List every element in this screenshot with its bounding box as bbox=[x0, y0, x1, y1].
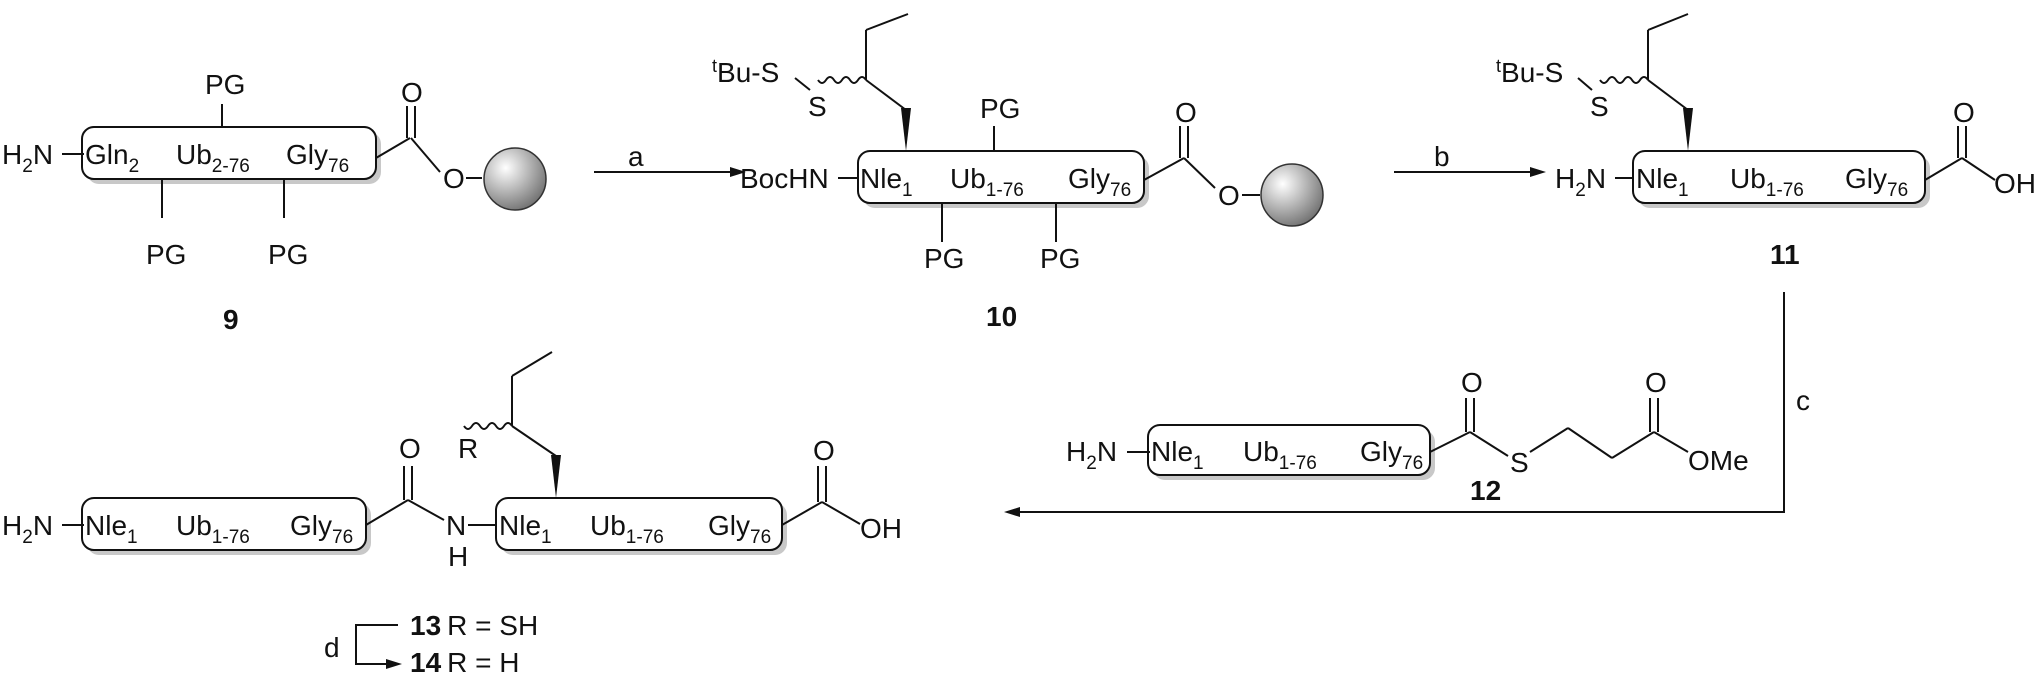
wedge-bond-icon bbox=[901, 108, 911, 151]
n-terminus-product: H2N bbox=[2, 510, 53, 548]
step-b-label: b bbox=[1434, 141, 1450, 172]
sphere-icon bbox=[1260, 163, 1324, 227]
compound-number-12: 12 bbox=[1470, 475, 1501, 506]
step-c-arrow: c bbox=[1004, 292, 1810, 517]
product-13-14: H2N Nle1 Ub1-76 Gly76 O N H Nle1 Ub1-76 … bbox=[2, 351, 902, 572]
n-terminus-11: H2N bbox=[1555, 163, 1606, 201]
ester-oxygen-10: O bbox=[1218, 180, 1240, 211]
wavy-bond-icon bbox=[1599, 76, 1649, 84]
compound-number-10: 10 bbox=[986, 301, 1017, 332]
c-residue-label-product-left: Gly76 bbox=[290, 510, 353, 548]
methoxy-12: OMe bbox=[1688, 445, 1749, 476]
c-residue-label-9: Gly76 bbox=[286, 139, 349, 177]
protecting-group-10-bottom-right: PG bbox=[1040, 243, 1080, 274]
core-label-12: Ub1-76 bbox=[1243, 436, 1317, 474]
compound-number-11: 11 bbox=[1770, 239, 1800, 270]
residue-label-10: Nle1 bbox=[860, 163, 913, 201]
carbonyl-oxygen-product: O bbox=[813, 435, 835, 466]
core-label-11: Ub1-76 bbox=[1730, 163, 1804, 201]
sphere-icon bbox=[483, 147, 547, 211]
protecting-group-9-bottom-left: PG bbox=[146, 239, 186, 270]
residue-label-product-left: Nle1 bbox=[85, 510, 138, 548]
wedge-bond-icon bbox=[551, 455, 561, 498]
amide-oxygen: O bbox=[399, 433, 421, 464]
protecting-group-10-bottom-left: PG bbox=[924, 243, 964, 274]
residue-label-12: Nle1 bbox=[1151, 436, 1204, 474]
ester-carbonyl-oxygen-12: O bbox=[1645, 367, 1667, 398]
hydroxyl-11: OH bbox=[1994, 168, 2036, 199]
sulfur-atom-12: S bbox=[1510, 447, 1529, 478]
step-a-arrow: a bbox=[594, 141, 746, 177]
protecting-group-9-top: PG bbox=[205, 69, 245, 100]
amide-nitrogen: N bbox=[446, 510, 466, 541]
residue-label-11: Nle1 bbox=[1636, 163, 1689, 201]
carbonyl-oxygen-9: O bbox=[401, 77, 423, 108]
n-terminus-10: BocHN bbox=[740, 163, 829, 194]
r-group-label: R bbox=[458, 433, 478, 464]
core-label-product-right: Ub1-76 bbox=[590, 510, 664, 548]
carbonyl-oxygen-12: O bbox=[1461, 367, 1483, 398]
residue-label-product-right: Nle1 bbox=[499, 510, 552, 548]
compound-number-9: 9 bbox=[223, 304, 239, 335]
protecting-group-9-bottom-right: PG bbox=[268, 239, 308, 270]
compound-9: H2N Gln2 Ub2-76 Gly76 PG PG PG O O 9 bbox=[2, 69, 547, 335]
sulfur-atom-11: S bbox=[1590, 91, 1609, 122]
wavy-bond-icon bbox=[817, 76, 867, 84]
c-residue-label-11: Gly76 bbox=[1845, 163, 1908, 201]
protecting-group-10-top: PG bbox=[980, 93, 1020, 124]
c-residue-label-product-right: Gly76 bbox=[708, 510, 771, 548]
tbu-disulfide-11: tBu-S bbox=[1496, 56, 1563, 88]
compound-11: H2N Nle1 Ub1-76 Gly76 S tBu-S O OH 11 bbox=[1496, 13, 2036, 270]
step-b-arrow: b bbox=[1394, 141, 1546, 177]
step-d-arrow: d bbox=[324, 624, 402, 669]
step-a-label: a bbox=[628, 141, 644, 172]
core-label-10: Ub1-76 bbox=[950, 163, 1024, 201]
sulfur-atom-10: S bbox=[808, 91, 827, 122]
residue-label-9: Gln2 bbox=[85, 139, 139, 177]
step-d-label: d bbox=[324, 632, 340, 663]
tbu-disulfide-10: tBu-S bbox=[712, 56, 779, 88]
c-residue-label-10: Gly76 bbox=[1068, 163, 1131, 201]
carbonyl-oxygen-11: O bbox=[1953, 97, 1975, 128]
hydroxyl-product: OH bbox=[860, 513, 902, 544]
wavy-bond-icon bbox=[463, 422, 513, 430]
ester-oxygen-9: O bbox=[443, 163, 465, 194]
carbonyl-oxygen-10: O bbox=[1175, 97, 1197, 128]
amide-hydrogen: H bbox=[448, 541, 468, 572]
compound-12: H2N Nle1 Ub1-76 Gly76 O S O OMe 12 bbox=[1066, 367, 1749, 506]
step-c-label: c bbox=[1796, 385, 1810, 416]
compound-10: BocHN Nle1 Ub1-76 Gly76 S tBu-S PG PG PG… bbox=[712, 13, 1324, 332]
core-label-product-left: Ub1-76 bbox=[176, 510, 250, 548]
n-terminus-12: H2N bbox=[1066, 436, 1117, 474]
c-residue-label-12: Gly76 bbox=[1360, 436, 1423, 474]
n-terminus-9: H2N bbox=[2, 139, 53, 177]
peptide-box-12 bbox=[1147, 424, 1431, 476]
core-label-9: Ub2-76 bbox=[176, 139, 250, 177]
wedge-bond-icon bbox=[1683, 108, 1693, 151]
